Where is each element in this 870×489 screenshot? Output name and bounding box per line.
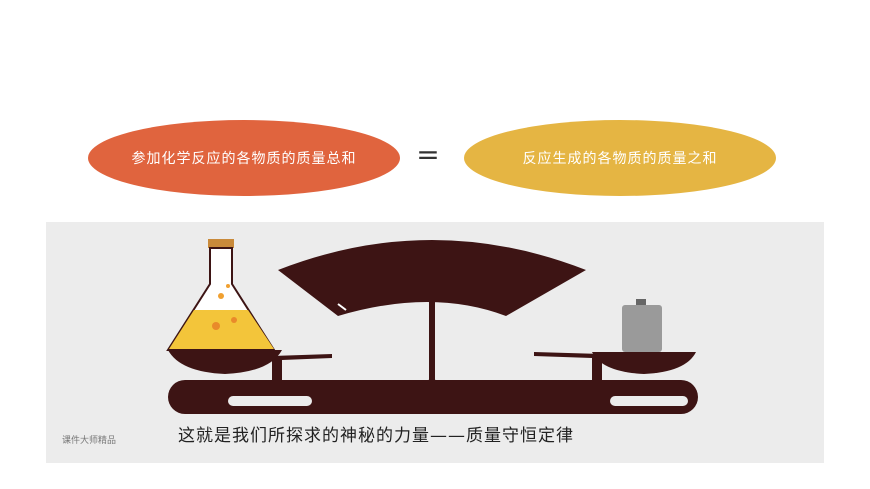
right-pan — [592, 352, 696, 374]
left-pan — [168, 350, 282, 374]
balance-illustration — [46, 222, 824, 463]
scale-pillar — [429, 294, 435, 386]
left-arm — [272, 354, 332, 382]
scale-dial — [278, 240, 586, 316]
reactants-mass-label: 参加化学反应的各物质的质量总和 — [131, 151, 357, 167]
products-mass-label: 反应生成的各物质的质量之和 — [522, 151, 718, 167]
conical-flask-icon — [166, 239, 276, 351]
equals-sign: = — [416, 138, 440, 171]
right-arm — [534, 352, 602, 380]
base-slot-left — [228, 396, 312, 406]
caption-text: 这就是我们所探求的神秘的力量——质量守恒定律 — [178, 426, 574, 446]
dial-needle-mark — [337, 303, 347, 311]
watermark-text: 课件大师精品 — [62, 436, 117, 446]
reactants-mass-ellipse: 参加化学反应的各物质的质量总和 — [88, 120, 400, 196]
weight-icon — [622, 299, 662, 352]
base-slot-right — [610, 396, 688, 406]
products-mass-ellipse: 反应生成的各物质的质量之和 — [464, 120, 776, 196]
balance-scale-drawing — [166, 239, 698, 414]
